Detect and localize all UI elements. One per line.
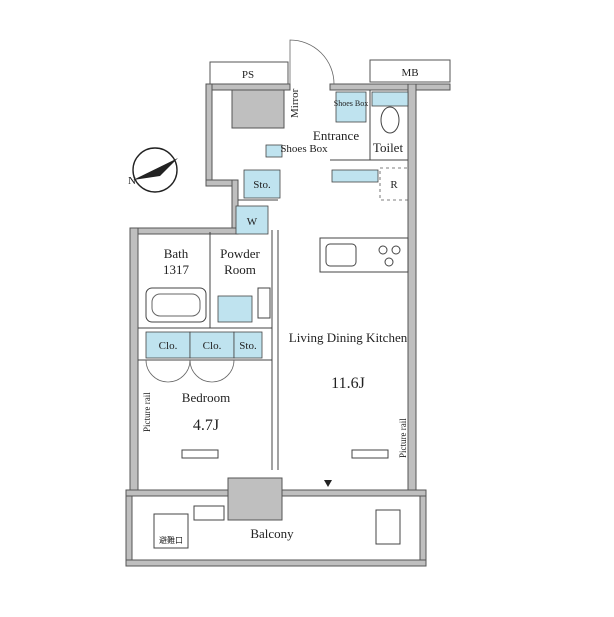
bedroom-size: 4.7J [193, 417, 219, 434]
vent-bedroom [181, 449, 219, 459]
balcony-vent-left [193, 505, 225, 521]
entrance-door [289, 39, 335, 85]
shoes-box-label: Shoes Box [280, 143, 328, 155]
ps-label: PS [242, 69, 254, 81]
washer-space [235, 205, 269, 235]
mb-box [369, 59, 451, 83]
picture-rail-left: Picture rail [142, 392, 152, 432]
column [227, 477, 283, 521]
bath-size: 1317 [163, 262, 190, 277]
powder-room-label: Powder [220, 246, 260, 261]
refrigerator-label: R [390, 179, 398, 191]
picture-rail-right: Picture rail [398, 418, 408, 458]
balcony-label: Balcony [250, 526, 294, 541]
evac-label: 避難口 [159, 535, 183, 545]
vanity [217, 295, 253, 323]
ldk-size: 11.6J [331, 375, 365, 392]
entrance-label: Entrance [313, 128, 359, 143]
closet-2-label: Clo. [203, 340, 222, 352]
toilet-label: Toilet [373, 140, 404, 155]
bedroom-label: Bedroom [182, 390, 230, 405]
vent-ldk [351, 449, 389, 459]
mirror-label: Mirror [289, 88, 301, 118]
burner-icon [378, 245, 388, 255]
mb-label: MB [401, 67, 418, 79]
north-arrow-icon: N [128, 147, 178, 193]
triangle-down-icon [324, 480, 332, 487]
powder-room-label-2: Room [224, 262, 256, 277]
sink [325, 243, 357, 267]
sto-bedroom [233, 331, 263, 359]
sto-bedroom-label: Sto. [239, 340, 257, 352]
shoes-box [265, 144, 283, 158]
toilet-bowl-icon [380, 106, 400, 134]
washer-label: W [247, 216, 258, 228]
evac-hatch [153, 513, 189, 549]
counter-entrance [331, 169, 379, 183]
toilet-tank [371, 91, 409, 107]
shoes-box-top-label: Shoes Box [334, 99, 368, 108]
linen-closet [257, 287, 271, 319]
sto-entrance [243, 169, 281, 199]
balcony-vent-right [375, 509, 401, 545]
partitions [138, 90, 408, 470]
shoes-box-top [335, 91, 367, 123]
closet-1-label: Clo. [159, 340, 178, 352]
bath-label: Bath [164, 246, 189, 261]
outer-walls [125, 83, 451, 567]
closet-1 [145, 331, 191, 359]
closet-2 [189, 331, 235, 359]
ldk-label: Living Dining Kitchen [289, 330, 408, 345]
sto-entrance-label: Sto. [253, 179, 271, 191]
svg-text:N: N [128, 175, 136, 187]
refrigerator-space [379, 167, 409, 201]
